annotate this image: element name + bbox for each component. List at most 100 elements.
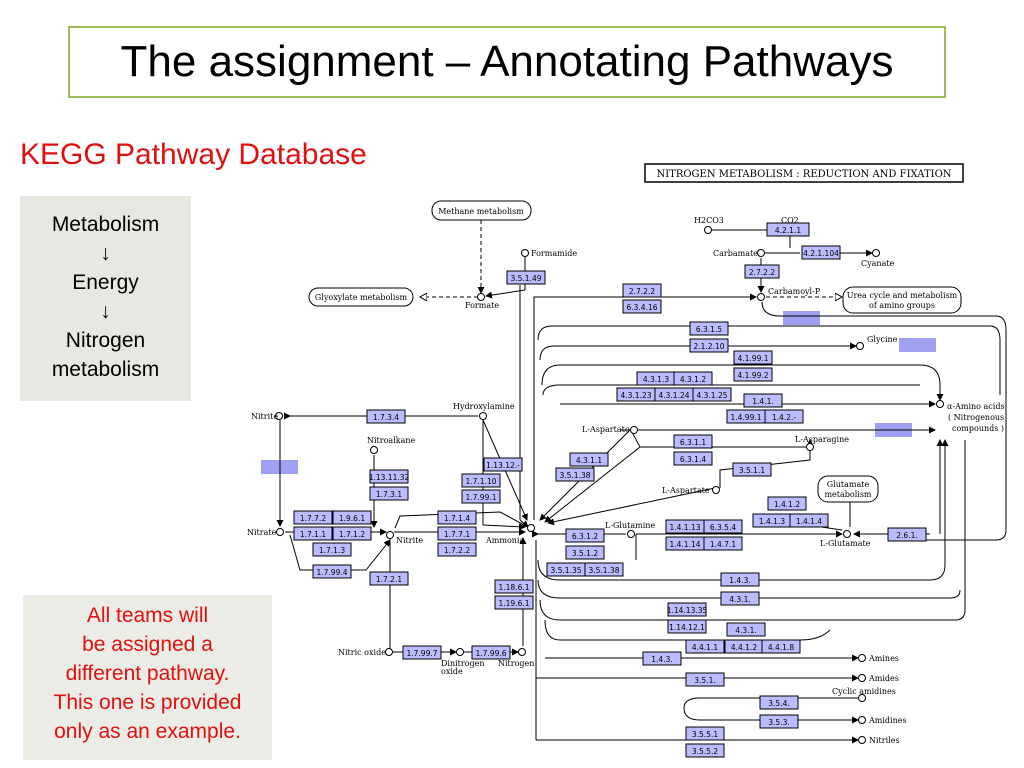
enzyme-box[interactable]: 6.3.1.5 <box>689 321 729 336</box>
compound-node[interactable] <box>627 530 635 538</box>
enzyme-box[interactable]: 3.5.1.1 <box>732 462 772 477</box>
enzyme-box[interactable]: 3.5.1.38 <box>584 562 624 577</box>
enzyme-box[interactable]: 1.7.99.1 <box>461 489 501 504</box>
map-methane[interactable] <box>431 200 532 221</box>
enzyme-box[interactable]: 1.7.2.1 <box>369 571 409 586</box>
enzyme-box[interactable]: 1.4.3. <box>720 572 760 587</box>
enzyme-box[interactable]: 1.7.99.7 <box>402 645 442 660</box>
enzyme-box[interactable]: 6.3.5.4 <box>703 519 743 534</box>
compound-node[interactable] <box>806 443 814 451</box>
enzyme-box[interactable]: 2.7.2.2 <box>622 283 662 298</box>
enzyme-box[interactable]: 3.5.3. <box>759 714 799 729</box>
enzyme-box[interactable]: 1.7.7.1 <box>437 526 477 541</box>
enzyme-box[interactable]: 1.9.6.1 <box>332 510 372 525</box>
map-glutamate[interactable] <box>817 475 879 503</box>
enzyme-box[interactable]: 1.7.3.4 <box>366 409 406 424</box>
compound-node[interactable] <box>477 293 485 301</box>
enzyme-box[interactable]: 1.7.3.1 <box>369 486 409 501</box>
enzyme-box[interactable]: 2.6.1. <box>887 527 927 542</box>
enzyme-box[interactable]: 1.7.1.1 <box>293 526 333 541</box>
compound-node[interactable] <box>518 648 526 656</box>
compound-node[interactable] <box>757 249 765 257</box>
compound-node[interactable] <box>858 716 866 724</box>
enzyme-box[interactable]: 3.5.4. <box>759 695 799 710</box>
enzyme-box[interactable]: 3.5.1.38 <box>555 467 595 482</box>
map-urea[interactable] <box>842 286 962 314</box>
compound-node[interactable] <box>858 736 866 744</box>
enzyme-box[interactable]: 3.5.1.49 <box>506 270 546 285</box>
enzyme-box[interactable]: 3.5.5.1 <box>685 726 725 741</box>
enzyme-box[interactable]: 4.2.1.104 <box>801 245 841 260</box>
enzyme-box[interactable]: 2.7.2.2 <box>744 264 780 279</box>
compound-node[interactable] <box>872 249 880 257</box>
enzyme-box[interactable]: 4.3.1.24 <box>654 387 694 402</box>
enzyme-box[interactable]: 1.4.2.- <box>764 409 804 424</box>
compound-node[interactable] <box>856 342 864 350</box>
enzyme-box[interactable]: 1.13.11.32 <box>369 469 410 484</box>
compound-node[interactable] <box>385 648 393 656</box>
enzyme-box[interactable]: 1.4.3. <box>642 651 682 666</box>
enzyme-box[interactable]: 1.18.6.1 <box>494 579 534 594</box>
enzyme-box[interactable]: 1.7.7.2 <box>293 510 333 525</box>
enzyme-box[interactable]: 4.1.99.1 <box>733 350 773 365</box>
compound-node[interactable] <box>275 412 283 420</box>
enzyme-box[interactable]: 1.4.1.2 <box>767 496 807 511</box>
compound-node[interactable] <box>456 648 464 656</box>
compound-node[interactable] <box>936 400 944 408</box>
enzyme-box[interactable]: 1.4.1. <box>743 393 783 408</box>
compound-node[interactable] <box>757 293 765 301</box>
enzyme-box[interactable]: 3.5.1.2 <box>565 545 605 560</box>
enzyme-box[interactable]: 6.3.1.2 <box>565 528 605 543</box>
compound-node[interactable] <box>276 528 284 536</box>
enzyme-box[interactable]: 4.4.1.1 <box>685 639 725 654</box>
enzyme-box[interactable]: 1.4.1.14 <box>665 536 705 551</box>
enzyme-box[interactable]: 1.4.1.13 <box>665 519 705 534</box>
compound-node[interactable] <box>858 674 866 682</box>
enzyme-box[interactable]: 1.4.99.1 <box>726 409 766 424</box>
enzyme-box[interactable]: 4.1.99.2 <box>733 367 773 382</box>
enzyme-box[interactable]: 1.7.2.2 <box>437 542 477 557</box>
compound-node[interactable] <box>521 249 529 257</box>
compound-node[interactable] <box>704 226 712 234</box>
enzyme-box[interactable]: 4.3.1.23 <box>616 387 656 402</box>
enzyme-box[interactable]: 3.5.5.2 <box>685 743 725 758</box>
enzyme-box[interactable]: 3.5.1. <box>685 672 725 687</box>
enzyme-box[interactable]: 1.13.12.- <box>483 457 523 472</box>
enzyme-box[interactable]: 1.4.1.3 <box>752 513 792 528</box>
enzyme-box[interactable]: 1.7.1.10 <box>461 473 501 488</box>
enzyme-box[interactable]: 3.5.1.35 <box>546 562 586 577</box>
enzyme-box[interactable]: 1.14.13.35 <box>667 602 708 617</box>
enzyme-box[interactable]: 1.19.6.1 <box>494 595 534 610</box>
enzyme-box[interactable]: 4.4.1.8 <box>761 639 801 654</box>
enzyme-box[interactable]: 1.7.1.4 <box>437 510 477 525</box>
enzyme-box[interactable]: 4.4.1.2 <box>724 639 764 654</box>
enzyme-box[interactable]: 1.7.1.3 <box>312 542 352 557</box>
enzyme-box[interactable]: 1.7.1.2 <box>332 526 372 541</box>
enzyme-box[interactable]: 1.4.7.1 <box>703 536 743 551</box>
enzyme-box[interactable]: 1.7.99.6 <box>471 645 511 660</box>
compound-node[interactable] <box>630 426 638 434</box>
enzyme-box[interactable]: 1.4.1.4 <box>789 513 829 528</box>
enzyme-box[interactable]: 6.3.4.16 <box>622 299 662 314</box>
enzyme-box[interactable]: 4.3.1. <box>720 591 760 606</box>
compound-node[interactable] <box>527 524 535 532</box>
enzyme-box[interactable]: 6.3.1.1 <box>673 434 713 449</box>
map-glyoxylate[interactable] <box>308 287 414 307</box>
enzyme-box[interactable]: 4.3.1.1 <box>569 452 609 467</box>
compound-node[interactable] <box>370 446 378 454</box>
enzyme-box[interactable]: 4.3.1.25 <box>692 387 732 402</box>
compound-node[interactable] <box>479 412 487 420</box>
enzyme-box[interactable]: 6.3.1.4 <box>673 451 713 466</box>
enzyme-box[interactable]: 4.3.1.3 <box>636 371 676 386</box>
compound-node[interactable] <box>386 531 394 539</box>
enzyme-box[interactable]: 1.7.99.4 <box>312 564 352 579</box>
enzyme-box[interactable]: 2.1.2.10 <box>689 338 729 353</box>
compound-node[interactable] <box>712 486 720 494</box>
enzyme-box[interactable]: 4.3.1.2 <box>673 371 713 386</box>
enzyme-box[interactable]: 4.3.1. <box>726 622 766 637</box>
enzyme-box[interactable]: 1.14.12.1 <box>667 619 707 634</box>
enzyme-box[interactable]: 4.2.1.1 <box>766 222 810 237</box>
compound-node[interactable] <box>843 530 851 538</box>
compound-node[interactable] <box>858 694 866 702</box>
compound-node[interactable] <box>858 654 866 662</box>
